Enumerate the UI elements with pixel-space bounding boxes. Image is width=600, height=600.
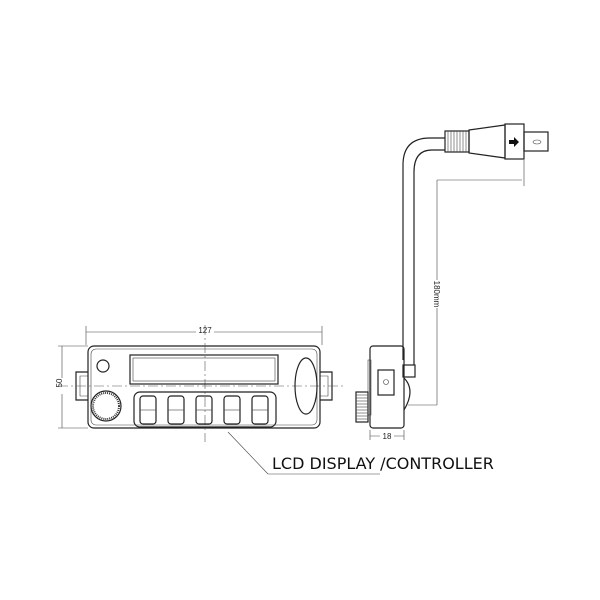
control-button[interactable] — [167, 395, 185, 425]
controller-body — [87, 345, 321, 429]
control-button[interactable] — [223, 395, 241, 425]
side-view: 180mm 18 — [355, 123, 549, 441]
height-dimension: 50 — [55, 345, 88, 429]
cable-length-label: 180mm — [432, 281, 441, 308]
front-view: 127 50 — [55, 325, 345, 442]
rotary-knob — [90, 390, 122, 422]
lcd-display — [129, 354, 279, 385]
height-dimension-label: 50 — [55, 378, 64, 387]
arrow-icon — [509, 137, 519, 147]
oval-button — [294, 357, 318, 415]
cable — [402, 137, 445, 360]
connector-plug — [523, 131, 549, 152]
connector — [444, 123, 549, 160]
button-panel — [133, 391, 277, 428]
callout: LCD DISPLAY /CONTROLLER — [227, 431, 494, 475]
control-button[interactable] — [251, 395, 269, 425]
control-button[interactable] — [139, 395, 157, 425]
width-dimension: 127 — [85, 325, 323, 345]
side-body — [369, 345, 405, 429]
control-button[interactable] — [195, 395, 213, 425]
depth-dimension: 18 — [369, 430, 405, 441]
callout-label: LCD DISPLAY /CONTROLLER — [272, 454, 494, 473]
indicator-light-icon — [96, 359, 110, 373]
depth-dimension-label: 18 — [383, 432, 392, 441]
cable-length-dimension: 180mm — [408, 160, 525, 406]
